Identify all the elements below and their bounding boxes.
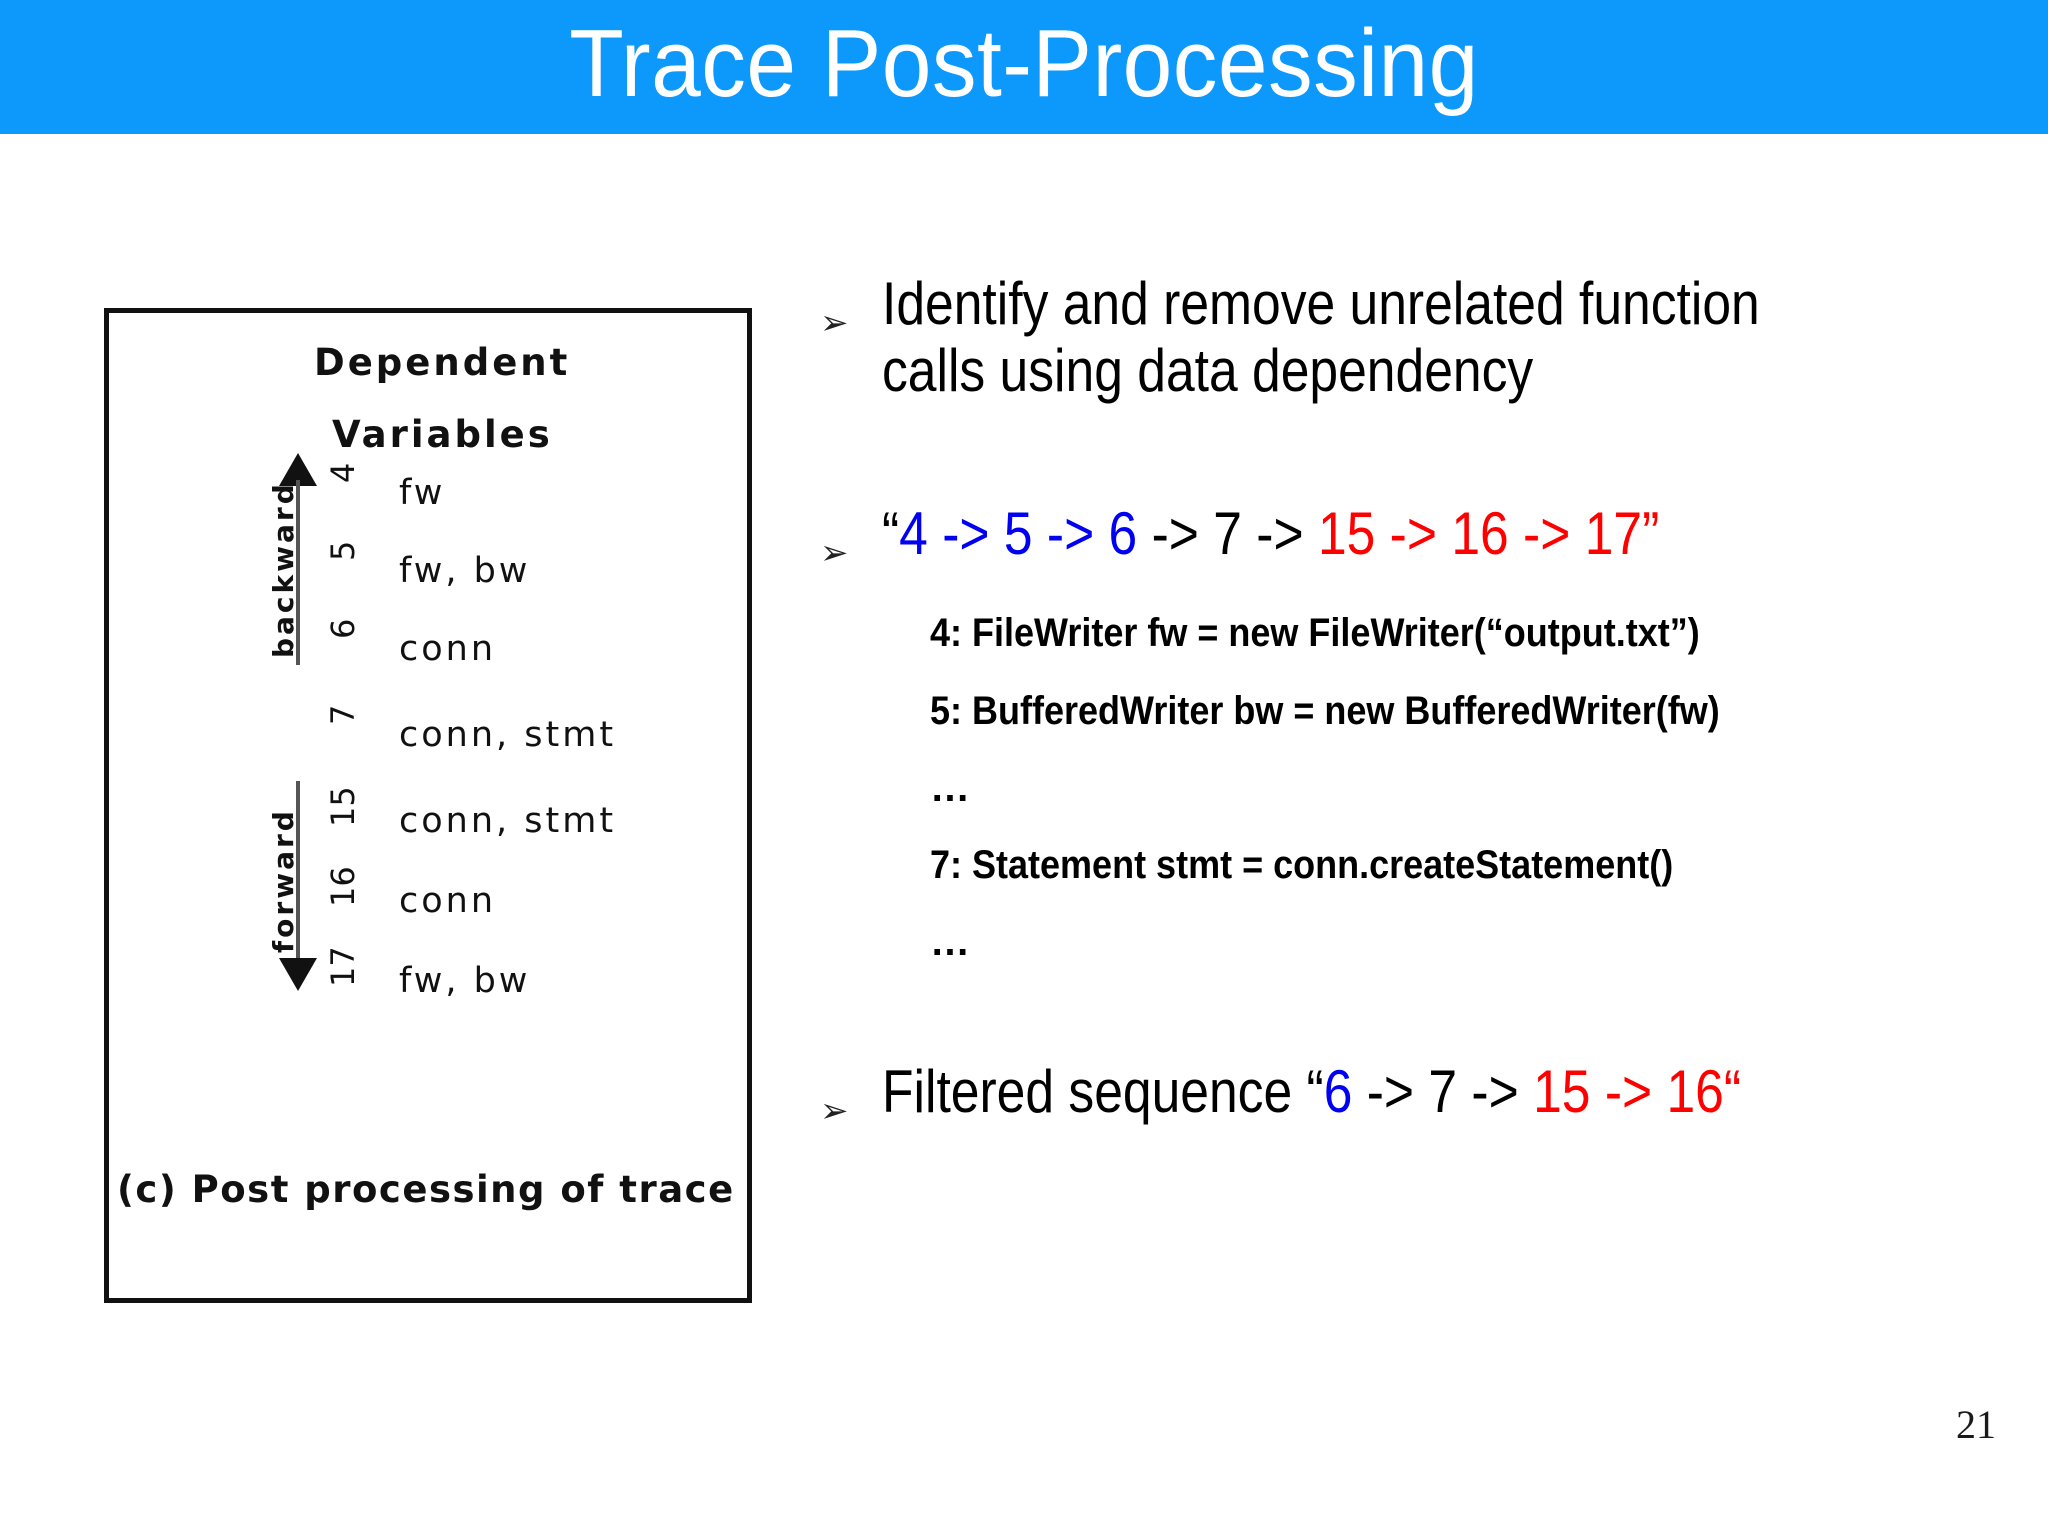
filtered-segment-blue: 6 xyxy=(1323,1058,1353,1126)
figure-row-lineno: 17 xyxy=(324,946,362,987)
spacer xyxy=(820,404,2000,500)
bullet-text-identify: Identify and remove unrelated function c… xyxy=(882,270,1760,405)
figure-row-vars: fw, bw xyxy=(399,961,531,1001)
figure-row-lineno: 15 xyxy=(324,786,362,827)
code-ellipsis: … xyxy=(930,765,972,810)
figure-row-lineno: 5 xyxy=(324,540,362,561)
slide-content: ➢ Identify and remove unrelated function… xyxy=(820,270,2000,1128)
code-line: 5: BufferedWriter bw = new BufferedWrite… xyxy=(930,688,1720,733)
figure-heading-line1: Dependent xyxy=(314,341,571,384)
code-line: 7: Statement stmt = conn.createStatement… xyxy=(930,842,1674,887)
filtered-sequence: Filtered sequence “6 -> 7 -> 15 -> 16“ xyxy=(882,1058,1843,1125)
open-quote: “ xyxy=(1306,1058,1324,1126)
trace-segment-blue: 4 -> 5 -> 6 xyxy=(899,500,1138,568)
spacer xyxy=(820,998,2000,1058)
trace-figure: Dependent Variables backward forward 4 f… xyxy=(104,308,752,1303)
trace-segment-red: 15 -> 16 -> 17 xyxy=(1317,500,1643,568)
figure-row-vars: fw, bw xyxy=(399,551,531,591)
close-quote: ” xyxy=(1642,500,1660,568)
figure-row: 17 fw, bw xyxy=(109,946,747,1031)
page-title: Trace Post-Processing xyxy=(569,10,1479,117)
bullet-item-filtered-sequence: ➢ Filtered sequence “6 -> 7 -> 15 -> 16“ xyxy=(820,1058,2000,1128)
figure-row-vars: fw xyxy=(399,473,446,513)
figure-row-lineno: 6 xyxy=(324,618,362,639)
figure-row-lineno: 4 xyxy=(324,462,362,483)
figure-heading-line2: Variables xyxy=(332,413,553,456)
page-number: 21 xyxy=(1956,1402,1996,1447)
figure-row: 5 fw, bw xyxy=(109,540,747,621)
filtered-segment-black: -> 7 -> xyxy=(1352,1058,1534,1126)
trace-segment-black: -> 7 -> xyxy=(1137,500,1318,568)
figure-row-vars: conn, stmt xyxy=(399,715,617,755)
forward-axis-line xyxy=(296,781,300,971)
bullet-item-trace-sequence: ➢ “4 -> 5 -> 6 -> 7 -> 15 -> 16 -> 17” xyxy=(820,500,2000,570)
figure-row-lineno: 16 xyxy=(324,866,362,907)
bullet-item-identify: ➢ Identify and remove unrelated function… xyxy=(820,270,2000,404)
figure-row: 16 conn xyxy=(109,866,747,951)
open-quote: “ xyxy=(882,500,900,568)
bullet-arrow-icon: ➢ xyxy=(820,1091,849,1132)
figure-caption: (c) Post processing of trace xyxy=(117,1168,735,1211)
filtered-label: Filtered sequence xyxy=(882,1058,1307,1126)
code-listing: 4: FileWriter fw = new FileWriter(“outpu… xyxy=(930,612,2000,964)
figure-row: 15 conn, stmt xyxy=(109,786,747,871)
figure-row-vars: conn xyxy=(399,881,497,921)
close-quote: “ xyxy=(1723,1058,1742,1126)
bullet-arrow-icon: ➢ xyxy=(820,533,849,574)
trace-sequence: “4 -> 5 -> 6 -> 7 -> 15 -> 16 -> 17” xyxy=(882,500,1843,567)
forward-arrowhead-icon xyxy=(279,958,317,991)
code-ellipsis: … xyxy=(930,920,972,965)
figure-row: 7 conn, stmt xyxy=(109,704,747,785)
figure-row: 6 conn xyxy=(109,618,747,699)
spacer xyxy=(820,570,2000,612)
slide-title-banner: Trace Post-Processing xyxy=(0,0,2048,134)
figure-row-vars: conn, stmt xyxy=(399,801,617,841)
figure-row-vars: conn xyxy=(399,629,497,669)
bullet-arrow-icon: ➢ xyxy=(820,303,849,343)
figure-row: 4 fw xyxy=(109,462,747,543)
filtered-segment-red: 15 -> 16 xyxy=(1533,1058,1724,1126)
code-line: 4: FileWriter fw = new FileWriter(“outpu… xyxy=(930,611,1700,656)
backward-axis-line xyxy=(296,480,300,665)
figure-row-lineno: 7 xyxy=(324,704,362,725)
